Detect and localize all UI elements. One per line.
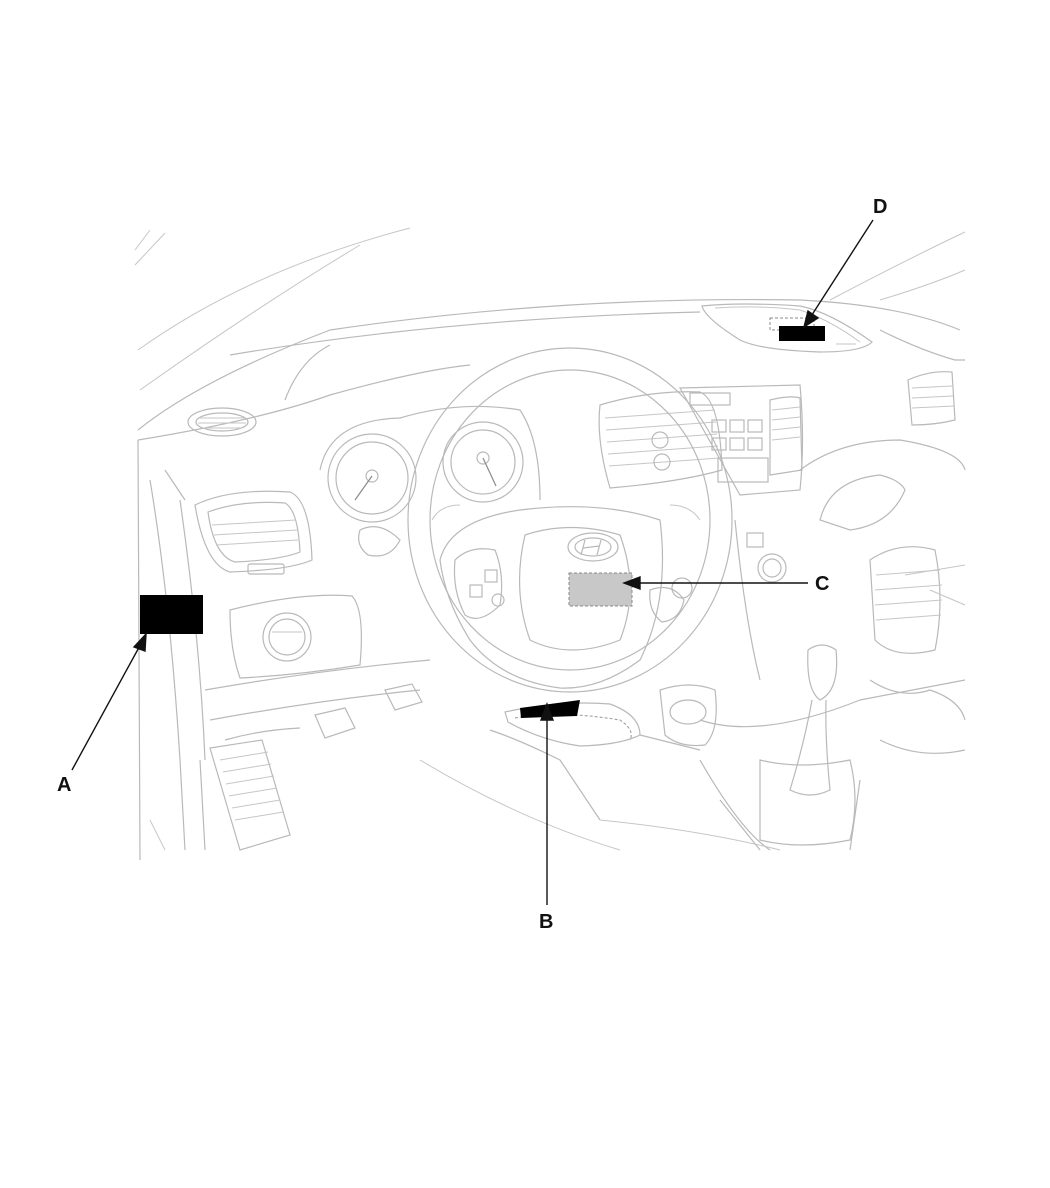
right-controls — [734, 519, 787, 681]
label-marker-c — [568, 572, 633, 607]
dashboard-top — [137, 298, 965, 441]
windshield-lines — [134, 227, 966, 391]
label-marker-a — [140, 595, 203, 634]
left-air-vent — [194, 490, 313, 575]
steering-wheel-icon — [407, 347, 733, 693]
pedals — [209, 683, 423, 851]
callout-label-b: B — [539, 911, 554, 933]
lower-dash — [204, 659, 431, 741]
arrow-a — [71, 639, 144, 771]
brand-logo-icon — [567, 532, 619, 562]
callout-label-c: C — [815, 573, 830, 595]
passenger-airbag-area — [701, 303, 873, 353]
gear-shift-icon — [659, 644, 966, 851]
right-dash — [799, 371, 966, 654]
label-marker-d — [779, 326, 825, 341]
center-stack — [598, 384, 804, 496]
floor-lines — [149, 759, 781, 851]
callout-arrows — [71, 219, 874, 905]
right-seat — [849, 679, 966, 851]
callout-label-d: D — [873, 196, 888, 218]
steering-column — [489, 700, 701, 821]
label-marker-b — [520, 700, 580, 718]
arrow-d — [807, 219, 874, 322]
instrument-cluster — [319, 405, 541, 557]
left-dash-panel — [137, 439, 206, 861]
headlamp-switch-panel — [229, 594, 362, 679]
callout-label-a: A — [57, 774, 72, 796]
left-defrost-vent — [187, 407, 257, 437]
